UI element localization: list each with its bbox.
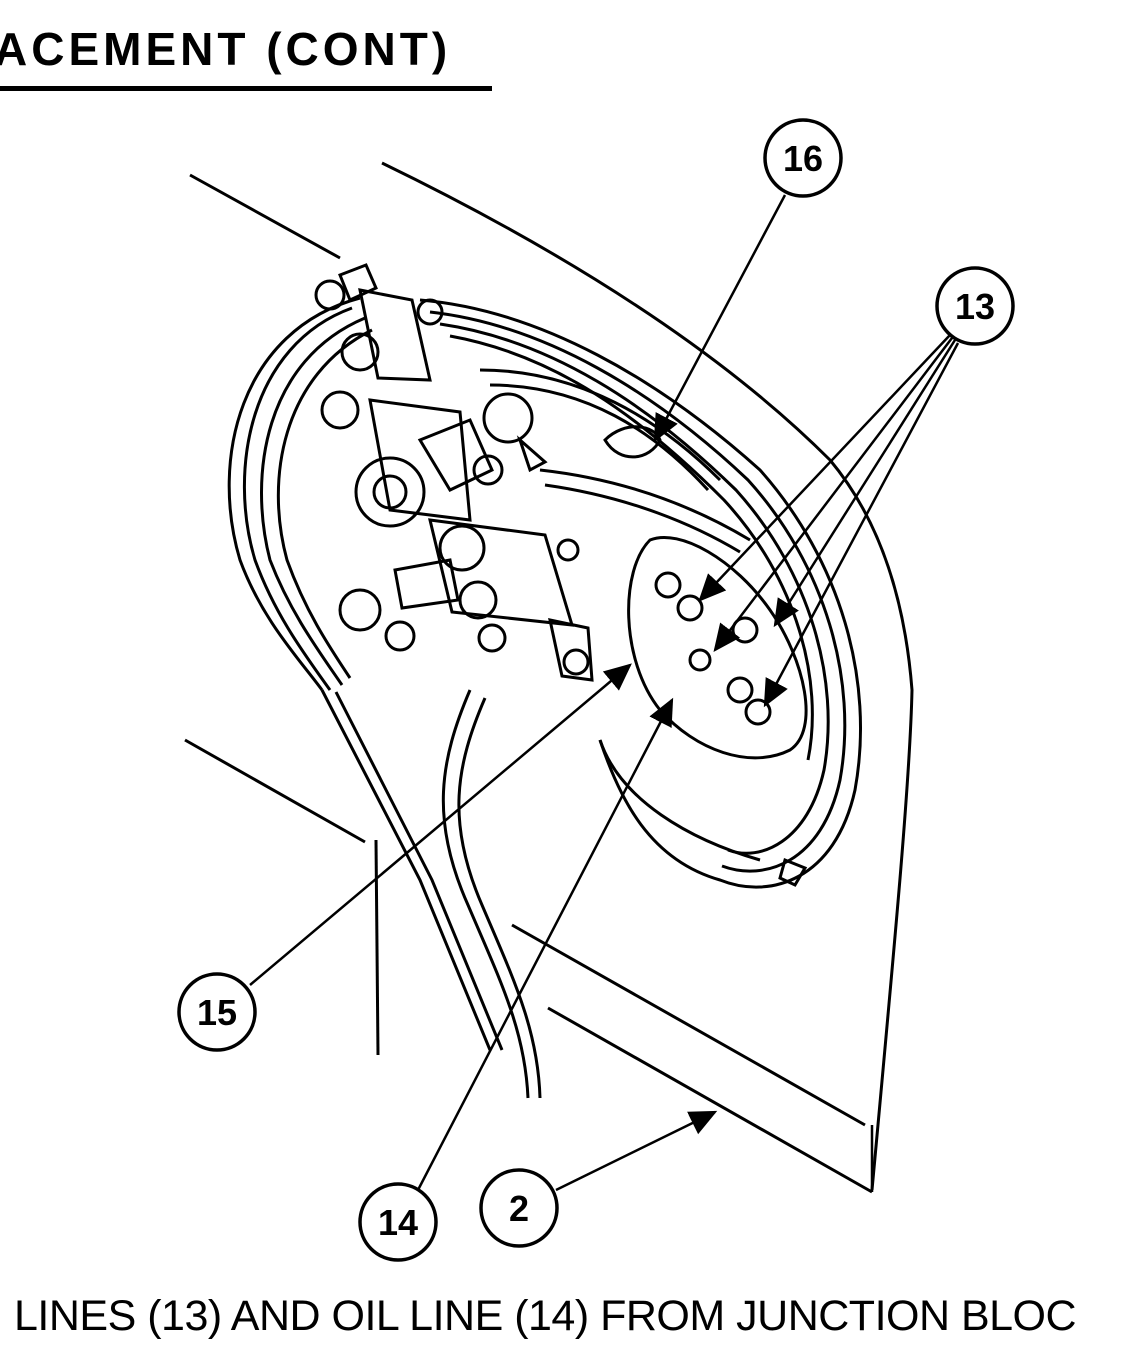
callout-14: 14 [358, 1182, 438, 1262]
callout-15-label: 15 [197, 992, 237, 1033]
page-heading: ACEMENT (CONT) [0, 23, 452, 75]
callout-16: 16 [763, 118, 843, 198]
callout-2-label: 2 [509, 1188, 529, 1229]
engine-housing-outline [184, 161, 914, 1194]
valve-block-assembly [314, 263, 594, 682]
callout-16-label: 16 [783, 138, 823, 179]
callout-13-label: 13 [955, 286, 995, 327]
callout-15: 15 [177, 972, 257, 1052]
junction-block [603, 425, 808, 887]
tube-bundle-left [227, 296, 542, 1099]
callout-2: 2 [479, 1168, 559, 1248]
leader-lines [249, 194, 960, 1192]
callout-13: 13 [935, 266, 1015, 346]
heading-underline [0, 86, 492, 91]
instruction-text: LINES (13) AND OIL LINE (14) FROM JUNCTI… [14, 1292, 1077, 1340]
tube-bundle-arc [419, 298, 862, 889]
callout-14-label: 14 [378, 1202, 418, 1243]
